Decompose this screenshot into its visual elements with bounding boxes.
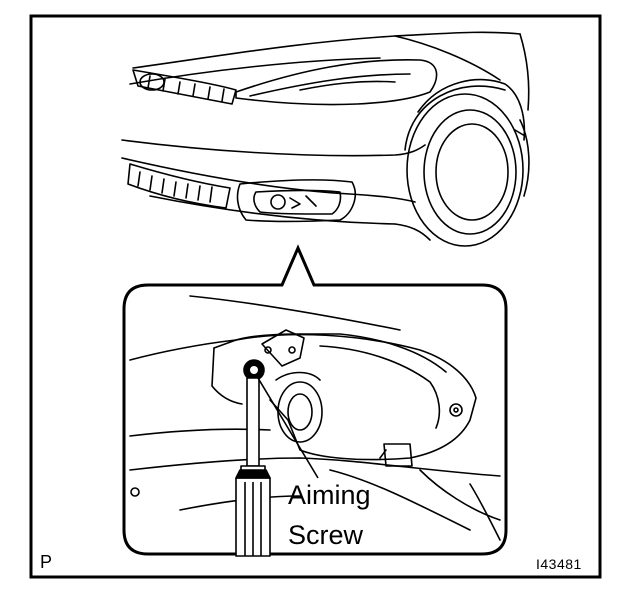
figure-id: I43481 [536,556,582,572]
car-front-illustration [121,31,530,247]
corner-letter: P [40,552,53,572]
screwdriver [235,377,271,557]
callout-label-screw: Screw [288,520,364,550]
outer-border [29,14,602,579]
fog-lamp-detail [129,295,501,541]
leader-line [257,377,319,479]
callout-label-aiming: Aiming [288,480,371,510]
detail-callout-bubble [122,244,508,556]
